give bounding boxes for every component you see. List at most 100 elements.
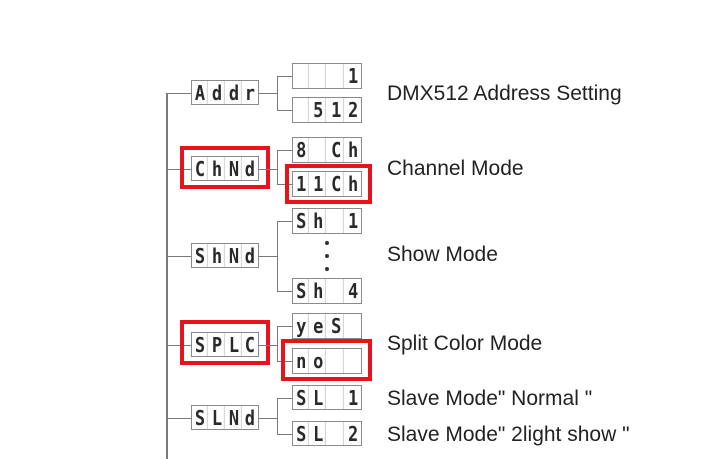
segment-cell [329, 422, 344, 445]
branch-line [259, 418, 277, 419]
segment-cell: L [312, 422, 327, 445]
segment-cell: N [227, 244, 241, 267]
branch-line [277, 150, 278, 184]
segment-cell: r [244, 80, 256, 105]
segment-cell [346, 349, 360, 373]
segment-cell: C [244, 332, 256, 357]
option-show-4-display[interactable]: S h 4 [292, 278, 362, 304]
label-show-mode: Show Mode [387, 243, 498, 266]
segment-cell: A [193, 81, 208, 104]
segment-cell: S [193, 406, 208, 429]
menu-slave-mode-display[interactable]: S L N d [191, 405, 259, 430]
label-dmx-address: DMX512 Address Setting [387, 82, 622, 105]
segment-cell: 2 [347, 421, 358, 446]
branch-line [277, 76, 278, 110]
segment-cell: h [210, 244, 225, 267]
segment-cell [312, 138, 327, 162]
segment-cell [312, 64, 327, 88]
segment-cell: d [227, 81, 241, 104]
segment-cell: 1 [347, 385, 358, 410]
label-slave-normal: Slave Mode" Normal " [387, 387, 593, 410]
branch-line [259, 169, 277, 170]
branch-line [277, 291, 292, 292]
segment-cell: 1 [294, 172, 309, 196]
segment-cell: h [312, 279, 327, 303]
segment-cell: S [193, 244, 208, 267]
label-channel-mode: Channel Mode [387, 157, 524, 180]
ellipsis-dot [325, 267, 329, 271]
branch-line [259, 345, 277, 346]
menu-split-color-display[interactable]: S P L C [191, 332, 259, 357]
segment-cell: C [329, 172, 344, 196]
branch-line [167, 418, 191, 419]
segment-cell: d [244, 405, 256, 430]
branch-line [167, 256, 191, 257]
segment-cell: S [294, 422, 309, 445]
segment-cell [329, 349, 344, 373]
menu-channel-mode-display[interactable]: C h N d [191, 156, 259, 181]
branch-line [167, 169, 191, 170]
segment-cell: C [193, 157, 208, 180]
branch-line [277, 398, 292, 399]
segment-cell: h [347, 138, 358, 162]
segment-cell: 2 [347, 98, 358, 122]
menu-addr-display[interactable]: A d d r [191, 80, 259, 105]
branch-line [277, 221, 292, 222]
segment-cell [294, 98, 309, 122]
segment-cell: 1 [347, 209, 358, 233]
option-address-512-display[interactable]: 5 1 2 [292, 97, 362, 123]
ellipsis-dot [325, 241, 329, 245]
segment-cell: N [227, 157, 241, 180]
option-show-1-display[interactable]: S h 1 [292, 208, 362, 234]
segment-cell: 1 [347, 64, 358, 88]
branch-line [277, 76, 292, 77]
segment-cell: h [210, 157, 225, 180]
option-slave-2-display[interactable]: S L 2 [292, 421, 362, 446]
branch-line [277, 110, 292, 111]
segment-cell: 8 [294, 138, 309, 162]
option-11ch-display[interactable]: 1 1 C h [292, 171, 362, 197]
branch-line [277, 150, 292, 151]
segment-cell: C [329, 138, 344, 162]
segment-cell: S [294, 386, 309, 409]
highlight-box [180, 146, 270, 189]
segment-cell: S [294, 279, 309, 303]
option-8ch-display[interactable]: 8 C h [292, 137, 362, 163]
label-slave-2light: Slave Mode" 2light show " [387, 423, 630, 446]
segment-cell [329, 386, 344, 409]
segment-cell: S [329, 314, 344, 338]
segment-cell: 5 [312, 98, 327, 122]
segment-cell: 1 [312, 172, 327, 196]
segment-cell: d [244, 156, 256, 181]
segment-cell [294, 64, 309, 88]
segment-cell: h [312, 209, 327, 233]
branch-line [259, 256, 277, 257]
segment-cell: o [312, 349, 327, 373]
segment-cell: d [210, 81, 225, 104]
branch-line [277, 434, 292, 435]
segment-cell: y [294, 314, 309, 338]
highlight-box [281, 339, 372, 381]
tree-trunk [166, 93, 168, 459]
segment-cell [329, 279, 344, 303]
segment-cell: L [210, 406, 225, 429]
option-address-1-display[interactable]: 1 [292, 63, 362, 89]
label-split-color-mode: Split Color Mode [387, 332, 543, 355]
branch-line [167, 93, 191, 94]
menu-show-mode-display[interactable]: S h N d [191, 243, 259, 268]
branch-line [277, 221, 278, 291]
segment-cell: L [227, 333, 241, 356]
segment-cell: d [244, 243, 256, 268]
segment-cell [329, 64, 344, 88]
option-slave-1-display[interactable]: S L 1 [292, 385, 362, 410]
segment-cell: n [294, 349, 309, 373]
segment-cell: 1 [329, 98, 344, 122]
option-yes-display[interactable]: y e S [292, 313, 362, 339]
segment-cell: S [294, 209, 309, 233]
branch-line [277, 398, 278, 434]
branch-line [259, 93, 277, 94]
option-no-display[interactable]: n o [292, 348, 362, 374]
segment-cell: P [210, 333, 225, 356]
segment-cell: e [312, 314, 327, 338]
segment-cell: 4 [347, 279, 358, 303]
